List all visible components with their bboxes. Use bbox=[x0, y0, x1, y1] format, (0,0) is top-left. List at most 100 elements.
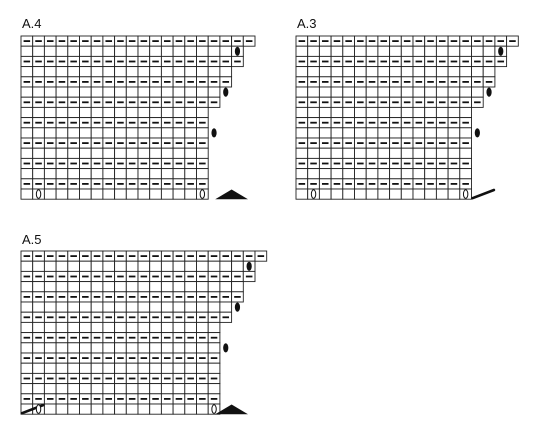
chart-cell bbox=[90, 362, 104, 374]
chart-cell bbox=[79, 127, 92, 139]
chart-cell bbox=[330, 127, 344, 139]
chart-cell bbox=[149, 301, 162, 313]
chart-cell bbox=[125, 45, 139, 57]
purl-symbol bbox=[392, 81, 399, 83]
purl-symbol bbox=[462, 101, 469, 104]
purl-symbol bbox=[58, 336, 66, 339]
chart-cell bbox=[90, 86, 104, 98]
chart-cell bbox=[400, 66, 414, 78]
purl-symbol bbox=[245, 275, 253, 278]
purl-symbol bbox=[210, 316, 218, 319]
purl-symbol bbox=[187, 101, 194, 104]
purl-symbol bbox=[474, 60, 481, 63]
purl-symbol bbox=[23, 101, 31, 104]
purl-symbol bbox=[462, 81, 469, 83]
purl-symbol bbox=[93, 336, 101, 339]
chart-cell bbox=[43, 66, 57, 78]
purl-symbol bbox=[152, 357, 159, 359]
chart-cell bbox=[184, 281, 197, 293]
purl-symbol bbox=[58, 183, 66, 185]
chart-cell bbox=[114, 66, 127, 78]
chart-cell bbox=[160, 301, 174, 313]
chart-cell bbox=[160, 168, 174, 180]
purl-symbol bbox=[187, 142, 194, 144]
purl-symbol bbox=[175, 183, 183, 185]
filled-oval-symbol bbox=[211, 128, 217, 138]
purl-symbol bbox=[70, 162, 77, 165]
chart-cell bbox=[412, 168, 426, 180]
chart-cell bbox=[447, 66, 461, 78]
purl-symbol bbox=[210, 357, 218, 359]
purl-symbol bbox=[438, 60, 446, 63]
chart-cell bbox=[389, 168, 402, 180]
chart-cell bbox=[149, 362, 162, 374]
purl-symbol bbox=[58, 255, 66, 257]
purl-symbol bbox=[310, 162, 317, 165]
chart-cell bbox=[160, 321, 174, 334]
chart-cell bbox=[137, 260, 151, 272]
purl-symbol bbox=[163, 398, 171, 400]
chart-cell bbox=[435, 45, 449, 57]
purl-symbol bbox=[46, 183, 54, 185]
chart-cell bbox=[330, 86, 344, 98]
chart-title-a3: A.3 bbox=[297, 16, 317, 31]
purl-symbol bbox=[117, 142, 124, 144]
chart-cell bbox=[172, 403, 186, 415]
purl-symbol bbox=[333, 40, 341, 42]
purl-symbol bbox=[152, 121, 159, 124]
chart-cell bbox=[184, 342, 197, 354]
chart-cell bbox=[90, 342, 104, 354]
chart-cell bbox=[114, 383, 127, 395]
chart-cell bbox=[172, 321, 186, 334]
purl-symbol bbox=[175, 60, 183, 63]
purl-symbol bbox=[128, 296, 136, 298]
chart-cell bbox=[295, 66, 309, 78]
purl-symbol bbox=[368, 101, 376, 104]
purl-symbol bbox=[117, 296, 124, 298]
purl-symbol bbox=[58, 121, 66, 124]
purl-symbol bbox=[462, 162, 469, 165]
purl-symbol bbox=[415, 101, 423, 104]
chart-cell bbox=[67, 45, 80, 57]
purl-symbol bbox=[105, 40, 113, 42]
chart-cell bbox=[160, 260, 174, 272]
purl-symbol bbox=[462, 183, 469, 185]
knitting-chart-a4 bbox=[20, 35, 256, 200]
purl-symbol bbox=[46, 81, 54, 83]
chart-cell bbox=[125, 342, 139, 354]
purl-symbol bbox=[23, 40, 31, 42]
chart-cell bbox=[342, 86, 355, 98]
purl-symbol bbox=[210, 275, 218, 278]
purl-symbol bbox=[380, 40, 388, 42]
chart-cell bbox=[295, 45, 309, 57]
open-oval-symbol bbox=[462, 189, 469, 199]
chart-cell bbox=[55, 86, 69, 98]
purl-symbol bbox=[450, 101, 458, 104]
purl-symbol bbox=[93, 162, 101, 165]
chart-cell bbox=[184, 362, 197, 374]
purl-symbol bbox=[333, 101, 341, 104]
purl-symbol bbox=[403, 121, 411, 124]
chart-cell bbox=[67, 301, 80, 313]
chart-cell bbox=[20, 188, 34, 200]
chart-cell bbox=[400, 168, 414, 180]
chart-cell bbox=[342, 168, 355, 180]
purl-symbol bbox=[187, 296, 194, 298]
purl-symbol bbox=[210, 40, 218, 42]
chart-cell bbox=[102, 66, 116, 78]
purl-symbol bbox=[35, 101, 42, 104]
chart-cell bbox=[307, 147, 320, 159]
chart-cell bbox=[207, 66, 221, 78]
purl-symbol bbox=[117, 316, 124, 319]
purl-symbol bbox=[392, 101, 399, 104]
purl-symbol bbox=[128, 121, 136, 124]
purl-symbol bbox=[93, 121, 101, 124]
purl-symbol bbox=[35, 121, 42, 124]
chart-cell bbox=[90, 403, 104, 415]
purl-symbol bbox=[234, 275, 241, 278]
purl-symbol bbox=[310, 101, 317, 104]
purl-symbol bbox=[298, 101, 306, 104]
filled-oval-symbol bbox=[498, 46, 504, 56]
purl-symbol bbox=[70, 316, 77, 319]
purl-symbol bbox=[199, 398, 206, 400]
